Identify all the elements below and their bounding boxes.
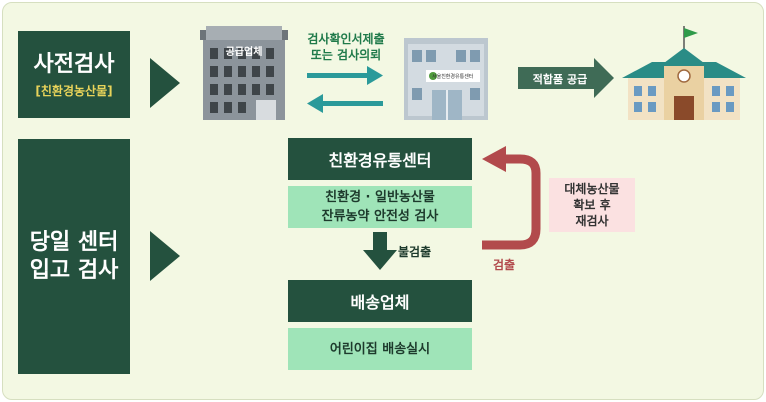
retest-line3: 재검사 xyxy=(575,214,609,228)
inspection-line2: 잔류농약 안전성 검사 xyxy=(321,209,439,224)
inspection-box: 친환경 · 일반농산물 잔류농약 안전성 검사 xyxy=(288,186,472,228)
stage-pre-inspection-title: 사전검사 xyxy=(33,51,115,77)
stage-same-day-line2: 입고 검사 xyxy=(29,257,119,283)
retest-line1: 대체농산물 xyxy=(564,182,620,196)
arrow-right-icon xyxy=(307,66,383,85)
school-building-icon xyxy=(622,26,746,120)
distribution-center-icon xyxy=(404,38,488,120)
delivery-title-box: 배송업체 xyxy=(288,280,472,322)
submit-label-line1: 검사확인서제출 xyxy=(307,32,385,46)
detected-loop-arrow-icon xyxy=(482,146,541,250)
stage-pre-inspection: 사전검사 [친환경농산물] xyxy=(18,31,130,118)
supply-arrow-icon xyxy=(518,58,614,98)
supply-label: 적합품 공급 xyxy=(532,73,588,86)
submit-label-line2: 또는 검사의뢰 xyxy=(310,48,382,62)
arrow-left-icon xyxy=(307,94,383,113)
stage-same-day-line1: 당일 센터 xyxy=(29,229,119,255)
retest-line2: 확보 후 xyxy=(573,198,611,212)
stage-same-day: 당일 센터 입고 검사 xyxy=(18,139,130,374)
detected-label: 검출 xyxy=(493,258,516,272)
stage-pre-inspection-subtitle: [친환경농산물] xyxy=(35,83,113,98)
center-title-box: 친환경유통센터 xyxy=(288,138,472,180)
supplier-sign: 공급업체 xyxy=(225,47,263,58)
supplier-building-icon xyxy=(200,26,288,120)
chevron-icon-bottom xyxy=(150,231,180,281)
not-detected-label: 불검출 xyxy=(398,245,432,259)
arrow-down-icon xyxy=(363,232,397,270)
chevron-icon-top xyxy=(150,58,180,108)
delivery-action-box: 어린이집 배송실시 xyxy=(288,328,472,370)
center-sign: 서울친환경유통센터 xyxy=(432,74,474,80)
inspection-line1: 친환경 · 일반농산물 xyxy=(325,190,435,205)
retest-box: 대체농산물 확보 후 재검사 xyxy=(549,178,635,232)
